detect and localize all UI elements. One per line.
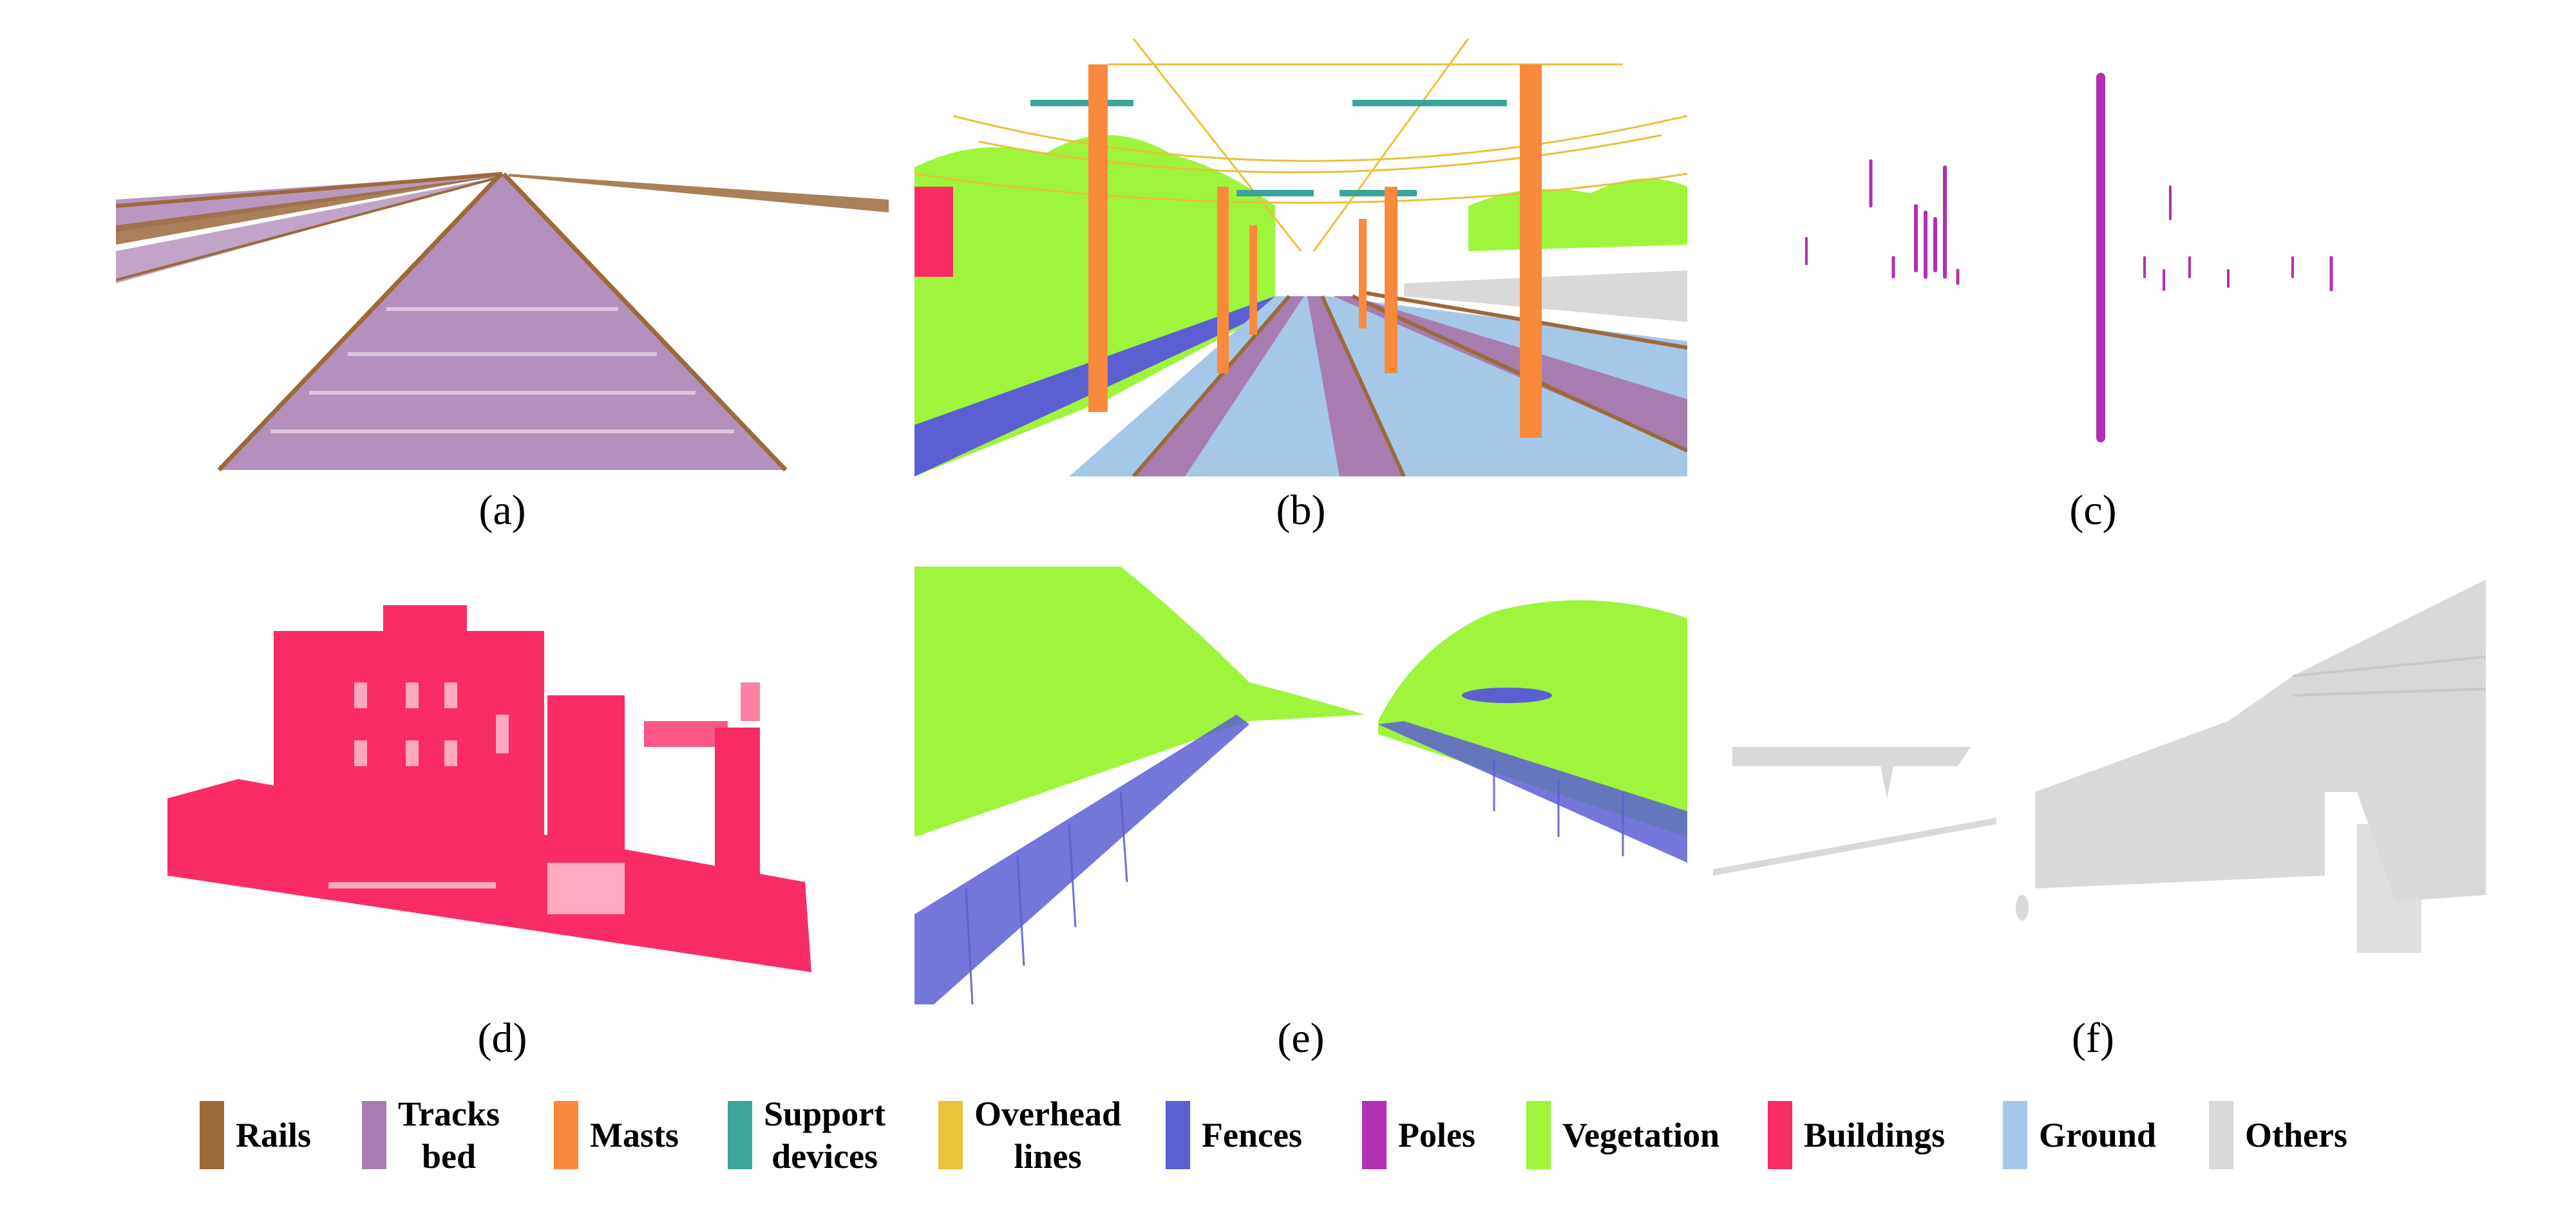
panel-b-image bbox=[914, 39, 1687, 476]
rails-tracks-bed-pointcloud bbox=[116, 172, 889, 472]
legend-label-fences: Fences bbox=[1202, 1116, 1302, 1154]
legend-swatch-poles bbox=[1362, 1101, 1387, 1169]
caption-b: (b) bbox=[1276, 487, 1326, 534]
legend-label-masts: Masts bbox=[590, 1116, 679, 1154]
poles-pointcloud bbox=[1805, 73, 2333, 442]
legend-swatch-ground bbox=[2003, 1101, 2027, 1169]
legend-swatch-others bbox=[2209, 1101, 2233, 1169]
legend-swatch-masts bbox=[554, 1101, 578, 1169]
vegetation-fences-pointcloud bbox=[914, 567, 1687, 1004]
legend-swatch-fences bbox=[1166, 1101, 1190, 1169]
caption-f: (f) bbox=[2072, 1015, 2114, 1062]
legend-swatch-support-devices bbox=[728, 1101, 752, 1169]
caption-d: (d) bbox=[477, 1015, 527, 1062]
legend: Rails Tracks bed Masts Support devices O… bbox=[193, 1088, 2383, 1178]
buildings-pointcloud bbox=[167, 605, 811, 972]
legend-swatch-rails bbox=[200, 1101, 224, 1169]
panel-e-image bbox=[914, 567, 1687, 1004]
panel-d-image bbox=[161, 605, 844, 979]
legend-label-ground: Ground bbox=[2039, 1116, 2157, 1154]
panel-f-image bbox=[1713, 579, 2486, 966]
legend-label-others: Others bbox=[2245, 1116, 2347, 1154]
railway-scene-pointcloud bbox=[914, 39, 1687, 476]
others-pointcloud bbox=[1713, 579, 2486, 953]
legend-label-buildings: Buildings bbox=[1804, 1116, 1946, 1154]
legend-label-poles: Poles bbox=[1398, 1116, 1475, 1154]
panel-c-image bbox=[1803, 64, 2421, 451]
legend-label-tracks-bed: Tracks bed bbox=[398, 1095, 500, 1176]
panel-a-image bbox=[116, 161, 889, 476]
caption-a: (a) bbox=[478, 487, 526, 534]
legend-label-overhead-lines: Overhead lines bbox=[974, 1095, 1121, 1176]
caption-c: (c) bbox=[2069, 487, 2117, 534]
caption-e: (e) bbox=[1277, 1015, 1325, 1062]
legend-label-rails: Rails bbox=[236, 1116, 312, 1154]
legend-label-support-devices: Support devices bbox=[764, 1095, 886, 1176]
legend-label-vegetation: Vegetation bbox=[1562, 1116, 1719, 1154]
legend-swatch-tracks-bed bbox=[362, 1101, 386, 1169]
legend-swatch-vegetation bbox=[1526, 1101, 1551, 1169]
legend-swatch-overhead-lines bbox=[938, 1101, 963, 1169]
legend-swatch-buildings bbox=[1768, 1101, 1792, 1169]
